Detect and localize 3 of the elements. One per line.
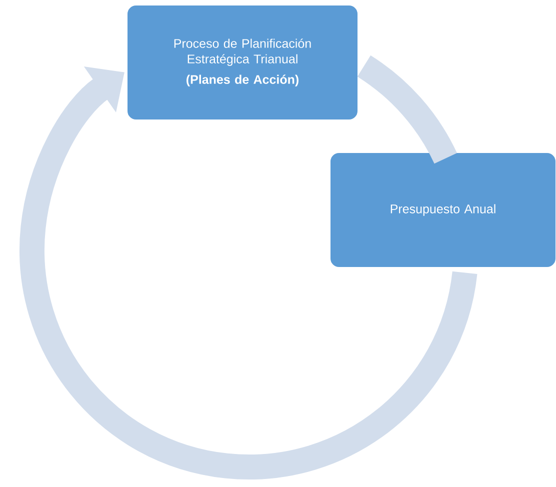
process-box: Proceso de Planificación Estratégica Trianual (Planes de Acción) xyxy=(126,4,358,120)
process-box: Presupuesto Anual xyxy=(330,152,556,268)
arrow xyxy=(20,66,478,480)
